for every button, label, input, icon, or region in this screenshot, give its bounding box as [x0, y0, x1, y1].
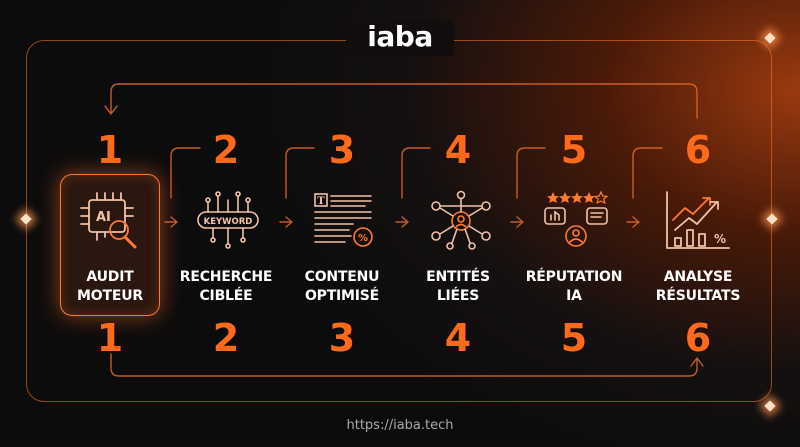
step-2-label: RECHERCHE CIBLÉE [171, 268, 281, 306]
step-1-number-bottom: 1 [96, 316, 124, 360]
step-5-label-line2: IA [566, 288, 582, 304]
step-5-number-bottom: 5 [560, 316, 588, 360]
step-2-number-top: 2 [212, 128, 240, 172]
step-4-number-top: 4 [444, 128, 472, 172]
step-3-label: CONTENU OPTIMISÉ [287, 268, 397, 306]
keyword-text: KEYWORD [204, 217, 253, 227]
step-3-label-line1: CONTENU [304, 269, 380, 285]
step-4-label-line2: LIÉES [436, 288, 480, 304]
step-2-number-bottom: 2 [212, 316, 240, 360]
step-1-label-line1: AUDIT [86, 269, 134, 285]
step-2-label-line1: RECHERCHE [179, 269, 273, 285]
reputation-reviews-icon [544, 190, 609, 247]
step-5-label-line1: RÉPUTATION [525, 269, 623, 285]
keyword-network-icon: KEYWORD [197, 191, 259, 249]
doc-percent-text: % [358, 233, 368, 244]
step-4-label: ENTITÉS LIÉES [403, 268, 513, 306]
text-document-icon: T % [314, 193, 373, 247]
step-6-number-top: 6 [684, 128, 712, 172]
footer-url-link[interactable]: https://iaba.tech [346, 418, 454, 433]
step-2-label-line2: CIBLÉE [199, 288, 253, 304]
step-1-label-line2: MOTEUR [77, 288, 143, 304]
step-5-number-top: 5 [560, 128, 588, 172]
step-6-label-line2: RÉSULTATS [655, 288, 741, 304]
step-5-label: RÉPUTATION IA [519, 268, 629, 306]
step-6-label: ANALYSE RÉSULTATS [643, 268, 753, 306]
step-3-label-line2: OPTIMISÉ [304, 288, 380, 304]
growth-chart-icon: % [666, 191, 730, 249]
entity-network-icon [431, 190, 491, 250]
step-3-number-top: 3 [328, 128, 356, 172]
ai-chip-search-icon: AI [80, 192, 137, 249]
logo-text: iaba [367, 20, 433, 53]
step-3-number-bottom: 3 [328, 316, 356, 360]
step-6-number-bottom: 6 [684, 316, 712, 360]
ai-chip-text: AI [96, 210, 111, 225]
chart-percent-text: % [714, 232, 726, 246]
text-t-letter: T [317, 196, 325, 207]
brand-logo: iaba [346, 20, 454, 56]
step-6-label-line1: ANALYSE [663, 269, 733, 285]
step-4-number-bottom: 4 [444, 316, 472, 360]
step-4-label-line1: ENTITÉS [426, 269, 490, 285]
step-1-label: AUDIT MOTEUR [55, 268, 165, 306]
step-1-highlight-card[interactable] [60, 174, 160, 316]
step-1-number-top: 1 [96, 128, 124, 172]
